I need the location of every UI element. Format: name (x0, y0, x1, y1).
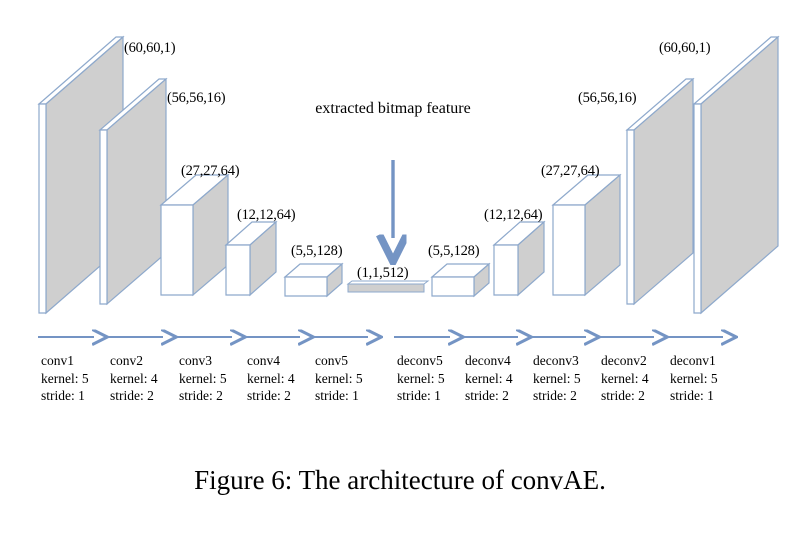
stage-name: conv5 (315, 353, 348, 368)
annotation-line-2: bitmap feature (377, 100, 471, 117)
layer-shape-enc2 (159, 173, 230, 297)
stage-name: deconv3 (533, 353, 579, 368)
dim-label-dec3: (12,12,64) (484, 207, 543, 223)
extracted-feature-annotation: extracted bitmap feature (293, 98, 493, 119)
stage-label-deconv2: deconv2 kernel: 4 stride: 2 (601, 352, 649, 405)
dim-label-enc2: (27,27,64) (181, 163, 240, 179)
stage-kernel: kernel: 5 (179, 370, 227, 386)
stage-kernel: kernel: 4 (465, 370, 513, 386)
dim-label-enc4: (5,5,128) (291, 243, 343, 259)
stage-stride: stride: 2 (601, 388, 645, 403)
dim-label-enc3: (12,12,64) (237, 207, 296, 223)
stage-name: conv2 (110, 353, 143, 368)
stage-stride: stride: 1 (315, 388, 359, 403)
stage-label-deconv4: deconv4 kernel: 4 stride: 2 (465, 352, 513, 405)
stage-kernel: kernel: 4 (601, 370, 649, 386)
stage-kernel: kernel: 5 (41, 370, 89, 386)
stage-label-conv2: conv2 kernel: 4 stride: 2 (110, 352, 158, 405)
stage-stride: stride: 2 (533, 388, 577, 403)
stage-name: conv1 (41, 353, 74, 368)
stage-stride: stride: 2 (110, 388, 154, 403)
stage-name: deconv4 (465, 353, 511, 368)
stage-label-deconv1: deconv1 kernel: 5 stride: 1 (670, 352, 718, 405)
stage-label-conv4: conv4 kernel: 4 stride: 2 (247, 352, 295, 405)
stage-kernel: kernel: 5 (533, 370, 581, 386)
stage-stride: stride: 1 (41, 388, 85, 403)
layer-shape-dec4 (430, 262, 491, 298)
stage-kernel: kernel: 4 (110, 370, 158, 386)
stage-kernel: kernel: 5 (670, 370, 718, 386)
stage-label-conv1: conv1 kernel: 5 stride: 1 (41, 352, 89, 405)
layer-shape-dec2 (551, 173, 622, 297)
layer-shape-enc4 (283, 262, 344, 298)
stage-label-deconv3: deconv3 kernel: 5 stride: 2 (533, 352, 581, 405)
stage-stride: stride: 2 (465, 388, 509, 403)
dim-label-dec2: (27,27,64) (541, 163, 600, 179)
stage-name: deconv5 (397, 353, 443, 368)
annotation-line-1: extracted (315, 100, 374, 117)
stage-name: deconv1 (670, 353, 716, 368)
stage-kernel: kernel: 5 (315, 370, 363, 386)
stage-label-deconv5: deconv5 kernel: 5 stride: 1 (397, 352, 445, 405)
dim-label-input: (60,60,1) (124, 40, 176, 56)
layer-shape-dec3 (492, 220, 546, 297)
dim-label-code: (1,1,512) (357, 265, 409, 281)
stage-name: conv4 (247, 353, 280, 368)
figure-caption: Figure 6: The architecture of convAE. (194, 465, 606, 495)
dim-label-enc1: (56,56,16) (167, 90, 226, 106)
dim-label-output: (60,60,1) (659, 40, 711, 56)
stage-kernel: kernel: 4 (247, 370, 295, 386)
stage-label-conv3: conv3 kernel: 5 stride: 2 (179, 352, 227, 405)
stage-name: conv3 (179, 353, 212, 368)
stage-stride: stride: 2 (179, 388, 223, 403)
stage-name: deconv2 (601, 353, 647, 368)
stage-stride: stride: 1 (397, 388, 441, 403)
layer-shape-dec1 (625, 77, 695, 306)
stage-stride: stride: 2 (247, 388, 291, 403)
layer-shape-enc3 (224, 220, 278, 297)
stage-label-conv5: conv5 kernel: 5 stride: 1 (315, 352, 363, 405)
layer-shape-enc1 (98, 77, 168, 306)
stage-kernel: kernel: 5 (397, 370, 445, 386)
stage-stride: stride: 1 (670, 388, 714, 403)
dim-label-dec4: (5,5,128) (428, 243, 480, 259)
layer-shape-output (692, 35, 780, 315)
layer-shape-code (346, 280, 430, 293)
dim-label-dec1: (56,56,16) (578, 90, 637, 106)
